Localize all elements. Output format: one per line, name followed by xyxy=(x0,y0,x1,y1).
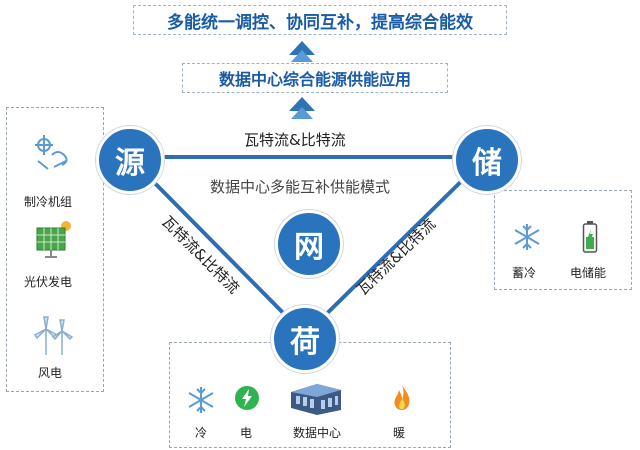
arrow-up-icon-4 xyxy=(291,107,313,119)
snowflake-icon xyxy=(188,387,214,413)
flow-label-top: 瓦特流&比特流 xyxy=(244,131,346,149)
mode-title: 数据中心多能互补供能模式 xyxy=(210,178,391,196)
solar-panel-icon xyxy=(36,221,71,258)
goal-banner: 多能统一调控、协同互补，提高综合能效 xyxy=(133,5,507,35)
datacenter-icon xyxy=(291,384,341,415)
load-item-label: 数据中心 xyxy=(293,426,342,440)
lightning-icon xyxy=(235,386,259,410)
node-load: 荷 xyxy=(271,305,339,373)
snowflake-icon xyxy=(514,224,540,250)
load-item-label: 冷 xyxy=(195,426,208,440)
load-item-label: 电 xyxy=(240,426,253,440)
goal-text: 多能统一调控、协同互补，提高综合能效 xyxy=(167,12,473,33)
storage-item-label: 电储能 xyxy=(570,266,607,280)
node-storage-label: 储 xyxy=(472,146,502,181)
arrow-up-icon-2 xyxy=(291,50,313,62)
load-item-label: 暖 xyxy=(393,426,406,440)
storage-item-label: 蓄冷 xyxy=(512,266,537,280)
node-source: 源 xyxy=(96,126,164,194)
application-banner: 数据中心综合能源供能应用 xyxy=(182,63,448,93)
storage-panel xyxy=(494,190,632,290)
source-item-label: 风电 xyxy=(38,366,63,380)
flame-icon xyxy=(394,385,410,411)
chiller-icon xyxy=(35,135,68,170)
node-grid: 网 xyxy=(275,210,343,278)
node-load-label: 荷 xyxy=(290,325,320,360)
wind-turbine-icon xyxy=(33,316,74,355)
source-item-label: 制冷机组 xyxy=(24,195,73,209)
source-item-label: 光伏发电 xyxy=(24,275,73,289)
application-text: 数据中心综合能源供能应用 xyxy=(218,70,411,89)
node-source-label: 源 xyxy=(115,146,145,181)
node-grid-label: 网 xyxy=(294,230,324,265)
node-storage: 储 xyxy=(453,126,521,194)
battery-icon xyxy=(582,221,598,253)
